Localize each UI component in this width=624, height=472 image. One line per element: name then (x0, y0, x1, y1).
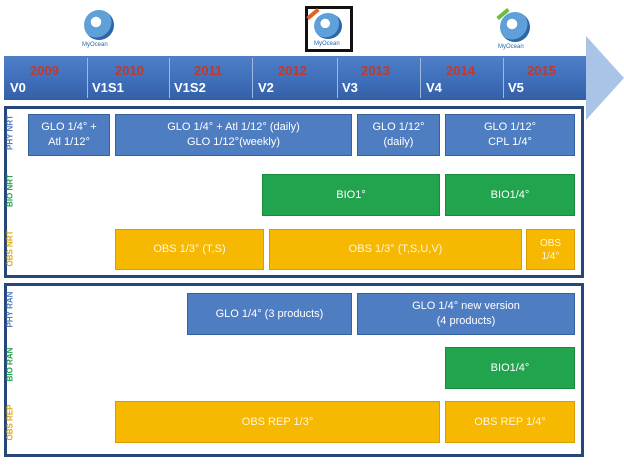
product-obs-rep-quarter: OBS REP 1/4° (445, 401, 575, 443)
product-bio-quarter-ran: BIO1/4° (445, 347, 575, 389)
row-label-phy-ran: PHY RAN (5, 291, 15, 328)
myocean-logo-icon (314, 13, 342, 39)
timeline-arrow-tip (586, 36, 624, 120)
year-label: 2014 (446, 63, 475, 78)
row-label-phy-nrt: PHY NRT (5, 115, 15, 150)
product-glo-new-version: GLO 1/4° new version (4 products) (357, 293, 575, 335)
product-obs-tsuv: OBS 1/3° (T,S,U,V) (269, 229, 522, 270)
row-label-obs-rep: OBS REP (5, 404, 15, 441)
version-label: V2 (258, 80, 274, 95)
myocean-logo-icon (84, 10, 114, 40)
logo-text: MyOcean (314, 41, 340, 47)
row-label-bio-ran: BIO RAN (5, 347, 15, 382)
row-label-obs-nrt: OBS NRT (5, 230, 15, 267)
reanalysis-panel (4, 283, 584, 457)
product-glo-3-products: GLO 1/4° (3 products) (187, 293, 352, 335)
year-label: 2013 (361, 63, 390, 78)
version-label: V3 (342, 80, 358, 95)
version-label: V5 (508, 80, 524, 95)
logo-1: MyOcean (80, 10, 120, 54)
logo-text: MyOcean (82, 42, 108, 48)
product-obs-rep-third: OBS REP 1/3° (115, 401, 440, 443)
year-label: 2009 (30, 63, 59, 78)
timeline-arrow (4, 56, 588, 100)
nrt-panel (4, 106, 584, 278)
timeline-divider (169, 58, 170, 98)
logo-2-framed: MyOcean (305, 6, 353, 52)
product-bio1: BIO1° (262, 174, 440, 216)
year-label: 2010 (115, 63, 144, 78)
year-label: 2011 (194, 63, 223, 78)
logo-3: MyOcean (494, 7, 534, 54)
timeline-divider (337, 58, 338, 98)
product-obs-quarter-nrt: OBS 1/4° (526, 229, 575, 270)
timeline-divider (420, 58, 421, 98)
version-label: V0 (10, 80, 26, 95)
product-glo-112-cpl: GLO 1/12° CPL 1/4° (445, 114, 575, 156)
version-label: V4 (426, 80, 442, 95)
logo-text: MyOcean (498, 44, 524, 50)
timeline-divider (252, 58, 253, 98)
myocean-logo-icon (500, 12, 530, 42)
version-label: V1S1 (92, 80, 124, 95)
timeline-divider (503, 58, 504, 98)
product-glo-112-daily: GLO 1/12° (daily) (357, 114, 440, 156)
product-glo-atl-daily-weekly: GLO 1/4° + Atl 1/12° (daily) GLO 1/12°(w… (115, 114, 352, 156)
row-label-bio-nrt: BIO NRT (5, 174, 15, 207)
timeline-divider (87, 58, 88, 98)
product-glo-atl-nrt: GLO 1/4° + Atl 1/12° (28, 114, 110, 156)
year-label: 2012 (278, 63, 307, 78)
product-obs-ts: OBS 1/3° (T,S) (115, 229, 264, 270)
year-label: 2015 (527, 63, 556, 78)
version-label: V1S2 (174, 80, 206, 95)
product-bio-quarter-nrt: BIO1/4° (445, 174, 575, 216)
